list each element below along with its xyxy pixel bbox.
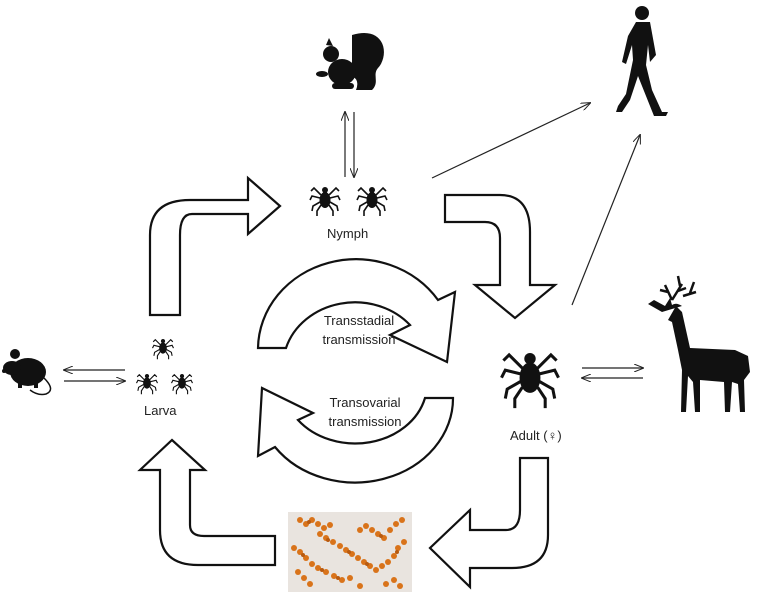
nymph-label: Nymph — [327, 226, 369, 241]
transstadial-label-line1: Transstadial — [323, 313, 395, 328]
nymph-to-human-arrow — [431, 103, 590, 179]
adult-to-human-arrow — [571, 135, 640, 306]
adult-deer-arrows — [582, 368, 643, 378]
adult-to-eggs-arrow — [428, 456, 550, 590]
transovarial-label-line1: Transovarial — [329, 395, 401, 410]
larva-to-nymph-arrow — [148, 175, 282, 317]
transstadial-arrow — [256, 258, 457, 364]
transstadial-label-line2: transmission — [322, 332, 396, 347]
larva-label: Larva — [144, 403, 177, 418]
deer-icon — [648, 275, 750, 412]
squirrel-icon — [316, 32, 384, 90]
adult-label: Adult (♀) — [510, 428, 562, 443]
transstadial-label: Transstadial transmission — [304, 311, 414, 349]
transovarial-label: Transovarial transmission — [310, 393, 420, 431]
eggs-photo — [288, 512, 412, 592]
eggs-to-larva-arrow — [137, 438, 277, 567]
nymph-ticks — [309, 186, 388, 217]
larva-ticks — [135, 338, 194, 395]
squirrel-nymph-arrows — [345, 112, 354, 177]
human-icon — [616, 6, 668, 116]
transovarial-label-line2: transmission — [328, 414, 402, 429]
mouse-icon — [2, 349, 52, 396]
mouse-larva-arrows — [64, 370, 125, 381]
nymph-to-adult-arrow — [443, 193, 559, 320]
adult-tick — [499, 351, 561, 410]
transovarial-arrow — [256, 386, 455, 484]
